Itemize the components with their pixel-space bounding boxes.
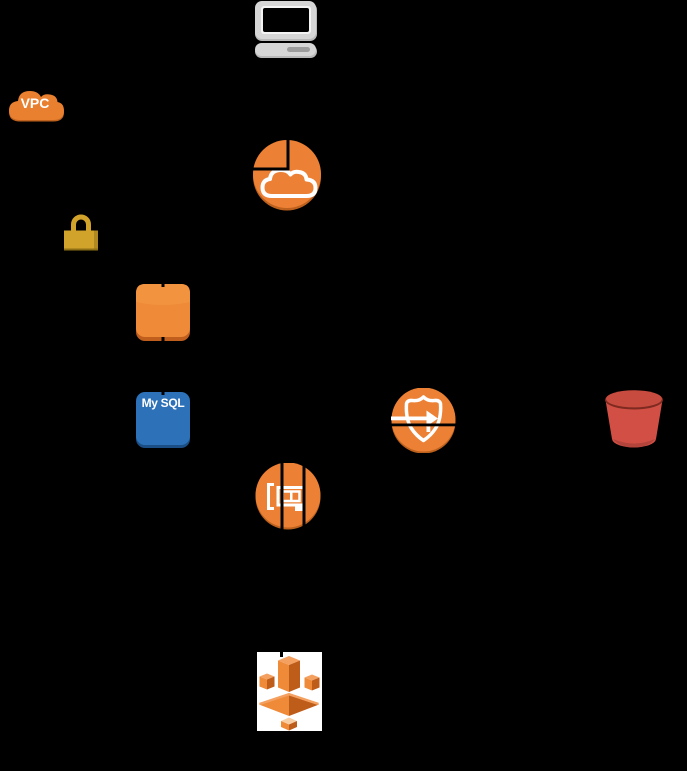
connector-line	[302, 463, 306, 530]
ssl-lock-glyph	[64, 214, 98, 251]
elastic-load-balancer-icon	[255, 463, 321, 530]
client-computer-glyph	[255, 1, 317, 58]
waf-shield-glyph	[391, 388, 456, 453]
vpc-cloud-glyph	[9, 91, 64, 122]
client-computer-icon	[254, 0, 318, 58]
connector-line	[161, 284, 165, 287]
ssl-lock-icon	[63, 212, 99, 252]
cloudfront-icon	[252, 140, 322, 211]
connector-line	[391, 423, 456, 427]
connector-line	[280, 463, 284, 530]
elastic-load-balancer-glyph	[255, 463, 321, 530]
ec2-instance-glyph	[136, 284, 190, 341]
rds-mysql-icon: My SQL	[136, 392, 190, 448]
cloudfront-glyph	[253, 140, 321, 211]
connector-line	[280, 652, 283, 657]
rds-mysql-glyph	[136, 392, 190, 448]
connector-line	[161, 392, 165, 395]
elb-distribution-boxes-icon	[257, 652, 322, 731]
connector-line	[253, 167, 290, 171]
waf-shield-icon	[391, 388, 456, 453]
connector-line	[161, 337, 165, 341]
vpc-cloud-icon: VPC	[6, 83, 66, 125]
connector-line	[286, 140, 290, 171]
mysql-label: My SQL	[141, 396, 185, 410]
elb-distribution-boxes-glyph	[257, 652, 322, 731]
ec2-instance-icon	[136, 284, 190, 341]
s3-bucket-glyph	[605, 390, 663, 448]
s3-bucket-icon	[603, 388, 665, 450]
vpc-label: VPC	[20, 95, 50, 111]
